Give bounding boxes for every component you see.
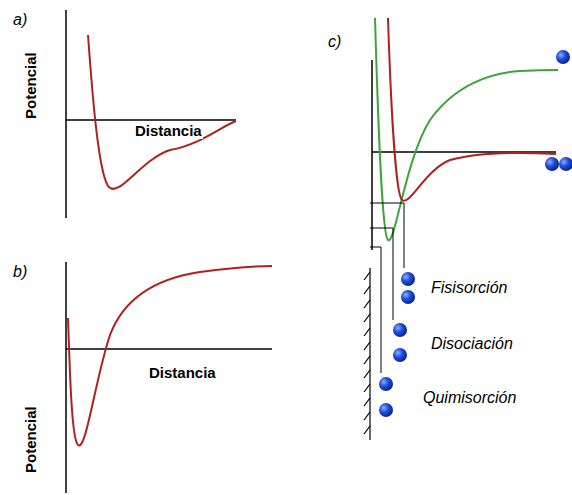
panel-letter: a) xyxy=(12,11,28,29)
state-label: Disociación xyxy=(430,335,514,353)
panel-letter: c) xyxy=(327,33,342,51)
axis-title: Potencial xyxy=(22,405,39,474)
dissociated-curve xyxy=(375,18,558,240)
state-label: Fisisorción xyxy=(430,279,508,297)
panel-a-curve xyxy=(88,35,236,189)
surface-wall xyxy=(364,268,370,440)
axis-title: Potencial xyxy=(22,51,39,120)
molecular-curve xyxy=(388,18,556,201)
energy-levels xyxy=(370,203,404,373)
panel-b-axes xyxy=(66,262,272,493)
panel-a-axes xyxy=(66,10,236,218)
axis-title: Distancia xyxy=(148,364,217,381)
axis-title: Distancia xyxy=(134,122,203,139)
panel-letter: b) xyxy=(12,263,28,281)
panel-b-curve xyxy=(68,266,272,445)
molecule-atoms xyxy=(379,50,572,417)
state-label: Quimisorción xyxy=(422,389,517,407)
